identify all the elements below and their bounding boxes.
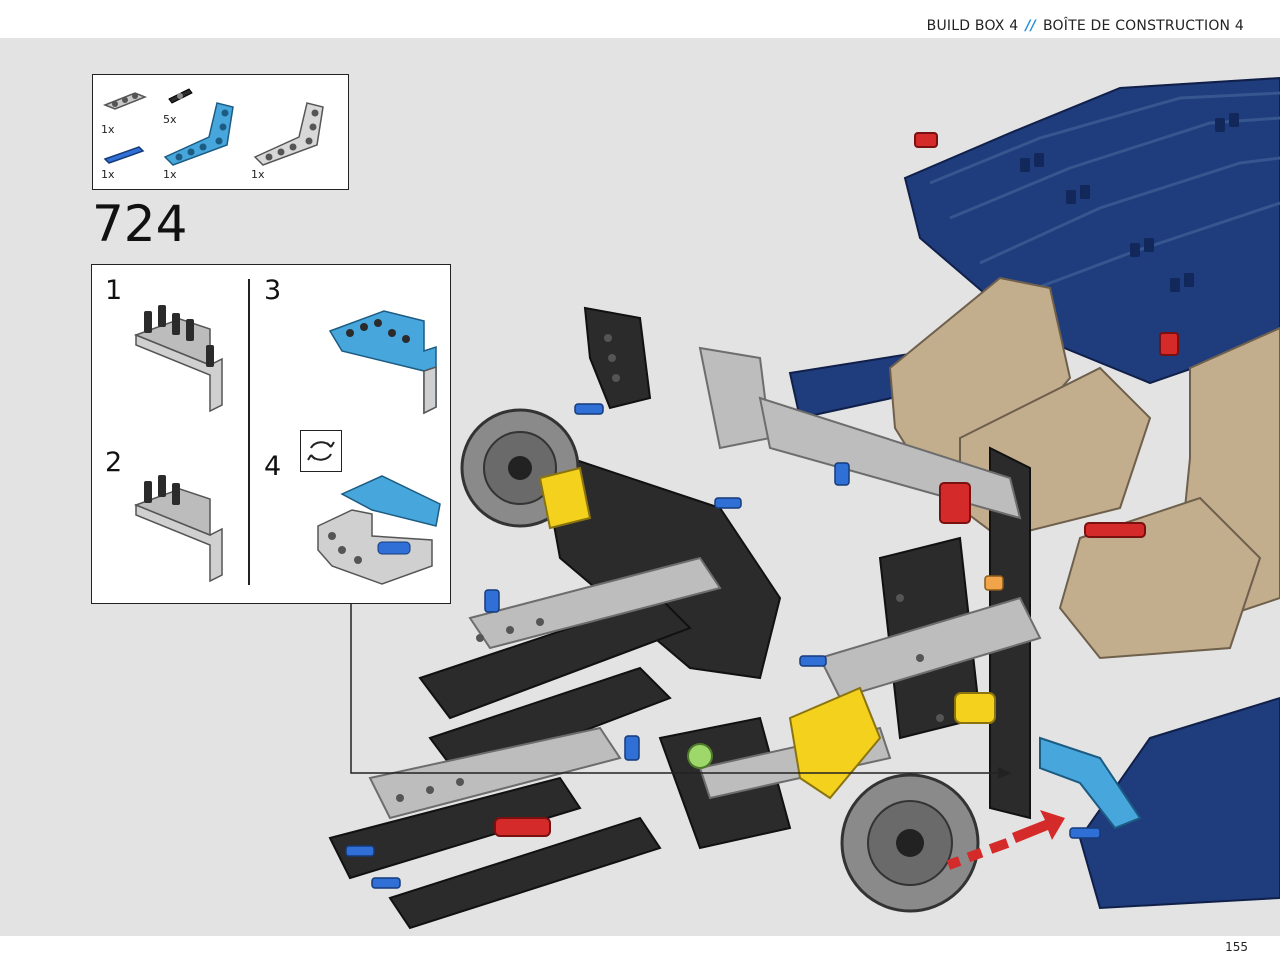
substep-2-number: 2 (105, 447, 123, 478)
green-bush (687, 743, 713, 769)
subassembly-divider (248, 279, 250, 585)
subassembly-box: 1 2 3 4 (91, 264, 451, 604)
qty-blue-l-beam: 1x (163, 168, 177, 181)
qty-gray-beam: 1x (101, 123, 115, 136)
brake-disc-front (840, 773, 980, 913)
substep-3-number: 3 (264, 275, 282, 306)
qty-gray-l-beam: 1x (251, 168, 265, 181)
substep-1-illustration (133, 305, 223, 413)
red-parts (494, 132, 1179, 837)
qty-blue-pin: 1x (101, 168, 115, 181)
header-title-en: BUILD BOX 4 (926, 18, 1019, 34)
gray-beam-3-icon (102, 92, 148, 110)
orange-connector (984, 575, 1004, 591)
substep-4-illustration (317, 475, 441, 585)
page-header: BUILD BOX 4 // BOÎTE DE CONSTRUCTION 4 (0, 0, 1280, 38)
header-separator: // (1025, 18, 1036, 34)
step-number: 724 (92, 195, 188, 253)
parts-list: 1x 5x 1x 1x 1x (92, 74, 349, 190)
rotate-model-icon (300, 430, 342, 472)
header-title-fr: BOÎTE DE CONSTRUCTION 4 (1042, 18, 1244, 34)
header-title: BUILD BOX 4 // BOÎTE DE CONSTRUCTION 4 (927, 18, 1244, 34)
substep-3-illustration (328, 310, 437, 415)
page-footer: 155 (0, 936, 1280, 974)
blue-l-beam-icon (163, 102, 234, 166)
light-blue-beam (1039, 736, 1142, 830)
substep-2-illustration (133, 475, 223, 583)
qty-axle-pin: 5x (163, 113, 177, 126)
substep-1-number: 1 (105, 275, 123, 306)
insertion-arrow (946, 810, 1065, 870)
substep-4-number: 4 (264, 451, 282, 482)
blue-pin-icon (103, 146, 145, 164)
gray-l-beam-icon (253, 102, 324, 166)
page-number: 155 (1225, 940, 1248, 954)
black-axle-pin-icon (168, 88, 193, 104)
